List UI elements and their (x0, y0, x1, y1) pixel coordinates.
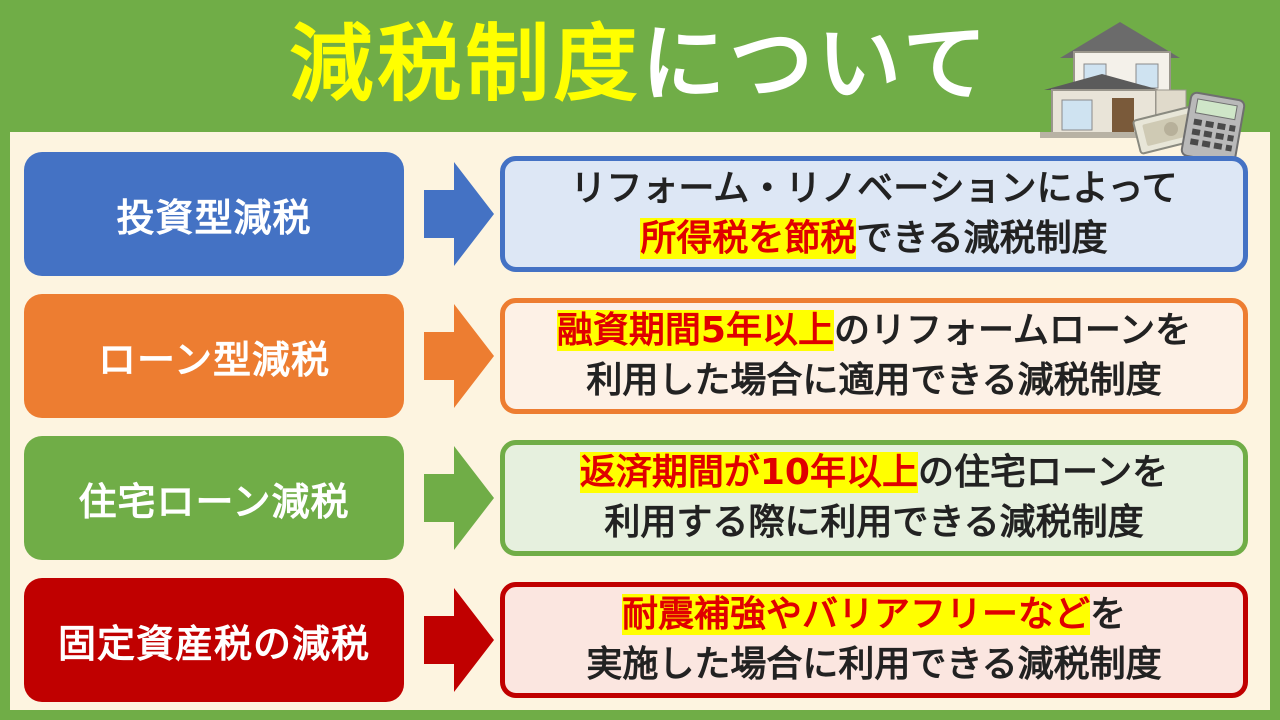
description-line-2: 所得税を節税できる減税制度 (640, 214, 1108, 264)
page-title: 減税制度について (0, 14, 1280, 114)
description-text: できる減税制度 (856, 218, 1108, 259)
description-line-1: 融資期間5年以上のリフォームローンを (556, 306, 1192, 356)
row-label: 投資型減税 (24, 152, 404, 276)
description-line-2: 利用する際に利用できる減税制度 (604, 498, 1143, 548)
arrow-right-icon (424, 304, 494, 408)
description-line-1: リフォーム・リノベーションによって (570, 164, 1177, 214)
row-description: 返済期間が10年以上の住宅ローンを 利用する際に利用できる減税制度 (500, 440, 1248, 556)
row-description: 耐震補強やバリアフリーなどを 実施した場合に利用できる減税制度 (500, 582, 1248, 698)
description-line-1: 耐震補強やバリアフリーなどを (621, 590, 1127, 640)
row-description: 融資期間5年以上のリフォームローンを 利用した場合に適用できる減税制度 (500, 298, 1248, 414)
tax-row-investment: 投資型減税 リフォーム・リノベーションによって 所得税を節税できる減税制度 (24, 152, 1254, 276)
tax-row-housing-loan: 住宅ローン減税 返済期間が10年以上の住宅ローンを 利用する際に利用できる減税制… (24, 436, 1254, 560)
highlight-text: 所得税を節税 (640, 218, 857, 259)
title-highlight: 減税制度 (289, 15, 642, 113)
description-line-2: 利用した場合に適用できる減税制度 (586, 356, 1161, 406)
highlight-text: 耐震補強やバリアフリーなど (621, 594, 1090, 635)
tax-row-loan: ローン型減税 融資期間5年以上のリフォームローンを 利用した場合に適用できる減税… (24, 294, 1254, 418)
description-text: 利用した場合に適用できる減税制度 (586, 360, 1162, 401)
row-description: リフォーム・リノベーションによって 所得税を節税できる減税制度 (500, 156, 1248, 272)
tax-row-property-tax: 固定資産税の減税 耐震補強やバリアフリーなどを 実施した場合に利用できる減税制度 (24, 578, 1254, 702)
house-illustration (1040, 22, 1246, 162)
description-text: リフォーム・リノベーションによって (570, 168, 1178, 209)
description-line-2: 実施した場合に利用できる減税制度 (586, 640, 1161, 690)
arrow-right-icon (424, 162, 494, 266)
description-text: 実施した場合に利用できる減税制度 (586, 644, 1162, 685)
row-label: 固定資産税の減税 (24, 578, 404, 702)
highlight-text: 融資期間5年以上 (556, 310, 834, 351)
row-label: 住宅ローン減税 (24, 436, 404, 560)
row-label: ローン型減税 (24, 294, 404, 418)
description-text: のリフォームローンを (833, 310, 1192, 351)
arrow-right-icon (424, 446, 494, 550)
description-text: の住宅ローンを (917, 452, 1169, 493)
description-line-1: 返済期間が10年以上の住宅ローンを (579, 448, 1169, 498)
title-rest: について (641, 15, 991, 113)
arrow-right-icon (424, 588, 494, 692)
highlight-text: 返済期間が10年以上 (579, 452, 918, 493)
description-text: を (1090, 594, 1127, 635)
description-text: 利用する際に利用できる減税制度 (604, 502, 1144, 543)
